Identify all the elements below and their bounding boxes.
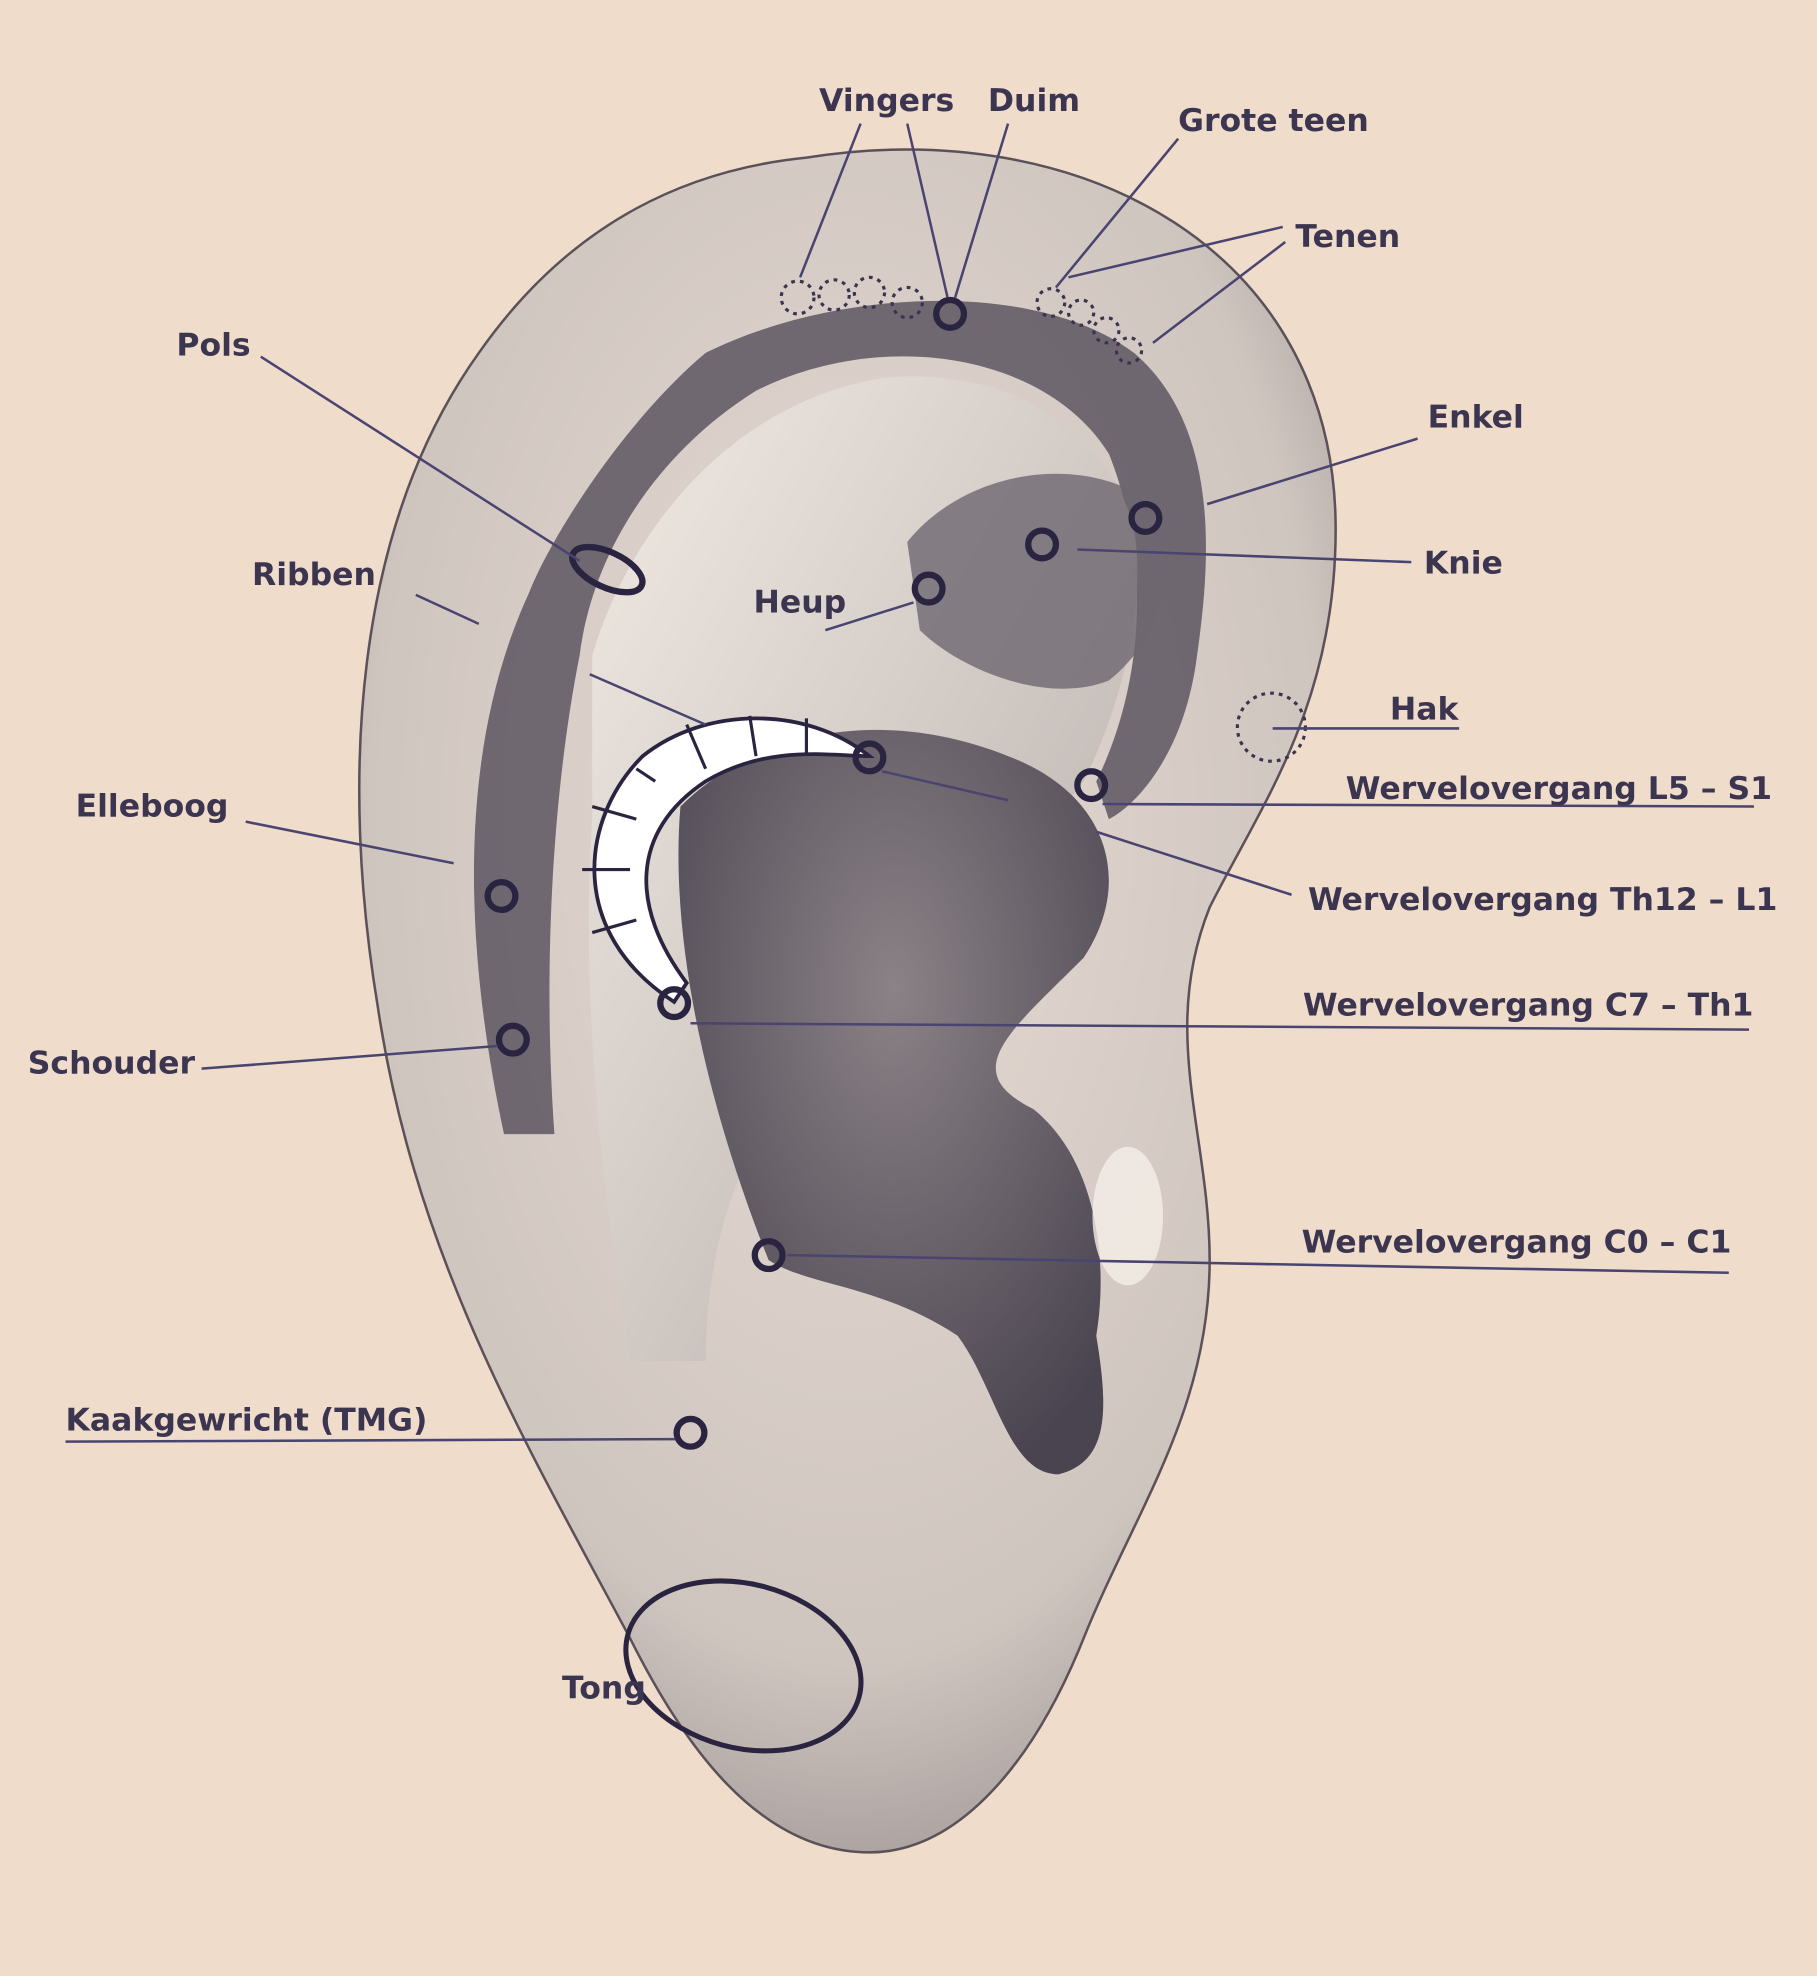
spine-hatched-area (592, 716, 875, 1005)
label-vingers: Vingers (819, 83, 954, 119)
label-heup: Heup (754, 585, 847, 621)
label-grote-teen: Grote teen (1178, 103, 1369, 139)
label-schouder: Schouder (28, 1046, 196, 1082)
label-hak: Hak (1390, 692, 1460, 728)
label-knie: Knie (1424, 545, 1503, 581)
leader-lines (65, 123, 1755, 1443)
label-tong: Tong (562, 1671, 646, 1707)
ear-concha (678, 729, 1109, 1475)
acupoints (484, 275, 1307, 1754)
label-c0-c1: Wervelovergang C0 – C1 (1302, 1225, 1732, 1261)
label-ribben: Ribben (252, 557, 376, 593)
label-tenen: Tenen (1295, 219, 1400, 255)
label-c7-th1: Wervelovergang C7 – Th1 (1303, 988, 1754, 1024)
label-elleboog: Elleboog (76, 789, 229, 825)
label-l5-s1: Wervelovergang L5 – S1 (1346, 771, 1772, 807)
label-enkel: Enkel (1428, 399, 1524, 435)
label-duim: Duim (988, 83, 1080, 119)
ear-fossa (907, 473, 1166, 689)
label-kaakgewricht: Kaakgewricht (TMG) (66, 1402, 428, 1438)
ear-scapha (473, 300, 1206, 1135)
label-pols: Pols (176, 327, 250, 363)
label-th12-l1: Wervelovergang Th12 – L1 (1308, 882, 1777, 918)
